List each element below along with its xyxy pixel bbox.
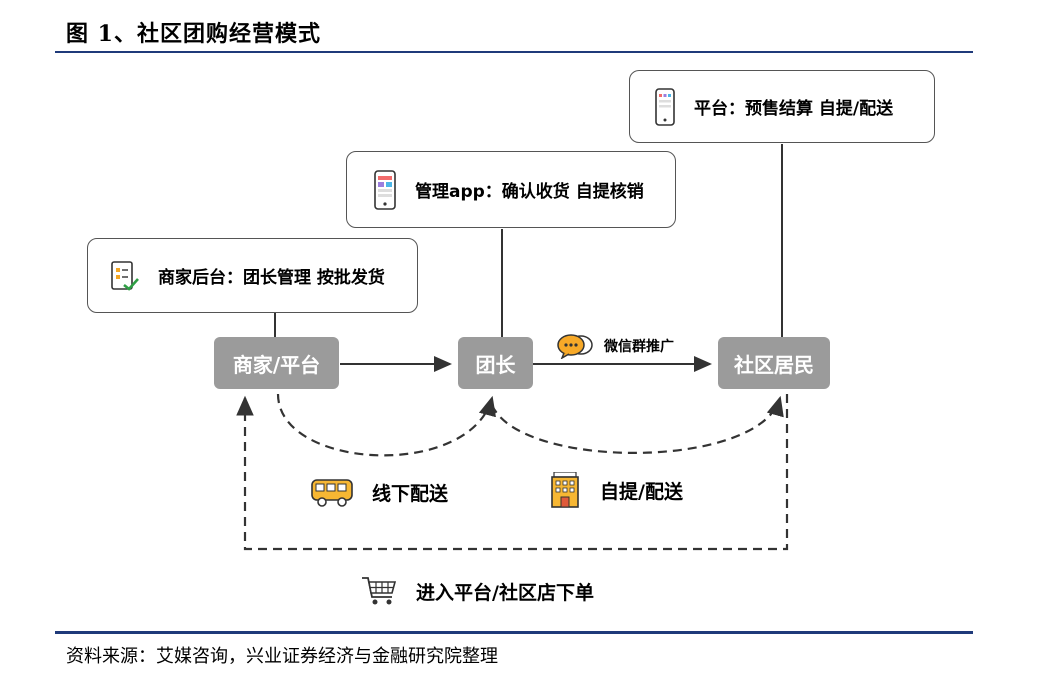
- order-label: 进入平台/社区店下单: [360, 575, 594, 607]
- building-icon: [548, 472, 582, 508]
- wechat-label-text: 微信群推广: [604, 339, 674, 355]
- phone-app-icon: [373, 169, 397, 210]
- merchant-callout-text: 商家后台：团长管理 按批发货: [158, 268, 385, 288]
- shopping-cart-icon: [360, 575, 398, 607]
- pickup-label: 自提/配送: [548, 472, 683, 508]
- bus-icon: [310, 476, 354, 508]
- node-leader: 团长: [458, 337, 533, 389]
- offline-label-text: 线下配送: [372, 482, 449, 505]
- wechat-label: 微信群推广: [556, 333, 674, 359]
- top-rule: [55, 51, 973, 53]
- order-label-text: 进入平台/社区店下单: [416, 581, 594, 604]
- pickup-delivery-arc: [490, 395, 784, 454]
- chat-bubble-icon: [556, 333, 594, 359]
- platform-callout: 平台：预售结算 自提/配送: [629, 70, 935, 143]
- phone-icon: [654, 87, 676, 126]
- figure-title: 图 1、社区团购经营模式: [66, 21, 321, 47]
- offline-delivery-arc: [276, 393, 496, 457]
- leader-callout-text: 管理app：确认收货 自提核销: [415, 182, 644, 202]
- source-note: 资料来源：艾媒咨询，兴业证券经济与金融研究院整理: [66, 646, 498, 667]
- bottom-rule: [55, 631, 973, 634]
- node-resident: 社区居民: [718, 337, 830, 389]
- leader-callout: 管理app：确认收货 自提核销: [346, 151, 676, 228]
- order-loop-path: [236, 394, 789, 551]
- merchant-callout: 商家后台：团长管理 按批发货: [87, 238, 418, 313]
- pickup-label-text: 自提/配送: [600, 480, 683, 503]
- checklist-icon: [110, 259, 140, 293]
- node-merchant: 商家/平台: [214, 337, 339, 389]
- offline-label: 线下配送: [310, 476, 448, 508]
- platform-callout-text: 平台：预售结算 自提/配送: [694, 99, 894, 119]
